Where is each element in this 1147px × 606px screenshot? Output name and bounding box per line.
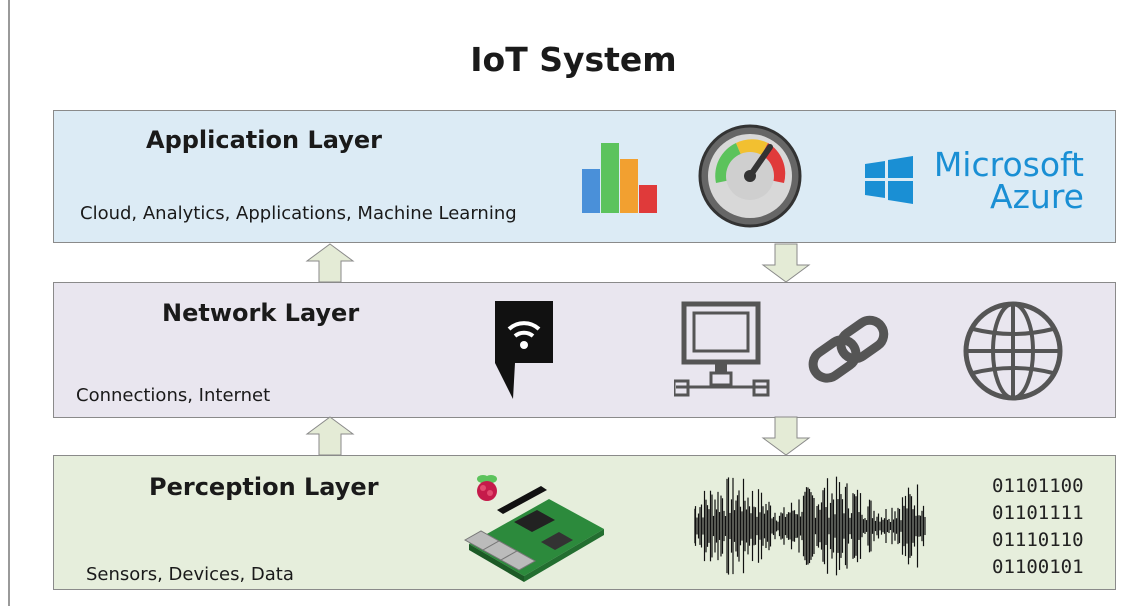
microsoft-azure-logo: Microsoft Azure: [914, 145, 1084, 216]
application-layer-description: Cloud, Analytics, Applications, Machine …: [80, 203, 517, 224]
sound-waveform-icon: [694, 476, 926, 576]
network-layer-description: Connections, Internet: [76, 385, 271, 406]
binary-line: 01101111: [992, 502, 1084, 524]
up-arrow-network-to-application: [305, 243, 355, 283]
brand-line-2: Azure: [990, 177, 1084, 216]
binary-data: 01101100 01101111 01110110 01100101: [992, 473, 1084, 581]
binary-line: 01101100: [992, 475, 1084, 497]
application-layer: Application Layer Cloud, Analytics, Appl…: [53, 110, 1116, 243]
binary-line: 01100101: [992, 556, 1084, 578]
application-layer-title: Application Layer: [146, 126, 382, 154]
perception-layer-description: Sensors, Devices, Data: [86, 564, 294, 585]
binary-line: 01110110: [992, 529, 1084, 551]
perception-layer-title: Perception Layer: [149, 473, 379, 501]
windows-logo-icon: [865, 156, 913, 204]
network-layer-title: Network Layer: [162, 299, 360, 327]
wifi-tag-icon: [495, 301, 553, 399]
raspberry-pi-board-icon: [463, 486, 604, 582]
diagram-frame: [8, 0, 1147, 606]
down-arrow-application-to-network: [761, 243, 811, 283]
link-icon: [808, 315, 889, 383]
network-computer-icon: [674, 301, 770, 397]
raspberry-icon: [477, 475, 497, 501]
gauge-icon: [698, 124, 802, 228]
up-arrow-perception-to-network: [305, 416, 355, 456]
globe-icon: [963, 301, 1063, 401]
brand-line-1: Microsoft: [933, 145, 1084, 184]
perception-layer: Perception Layer Sensors, Devices, Data …: [53, 455, 1116, 590]
network-layer: Network Layer Connections, Internet: [53, 282, 1116, 418]
bar-chart-icon: [582, 143, 657, 213]
diagram-title: IoT System: [470, 40, 677, 79]
down-arrow-network-to-perception: [761, 416, 811, 456]
